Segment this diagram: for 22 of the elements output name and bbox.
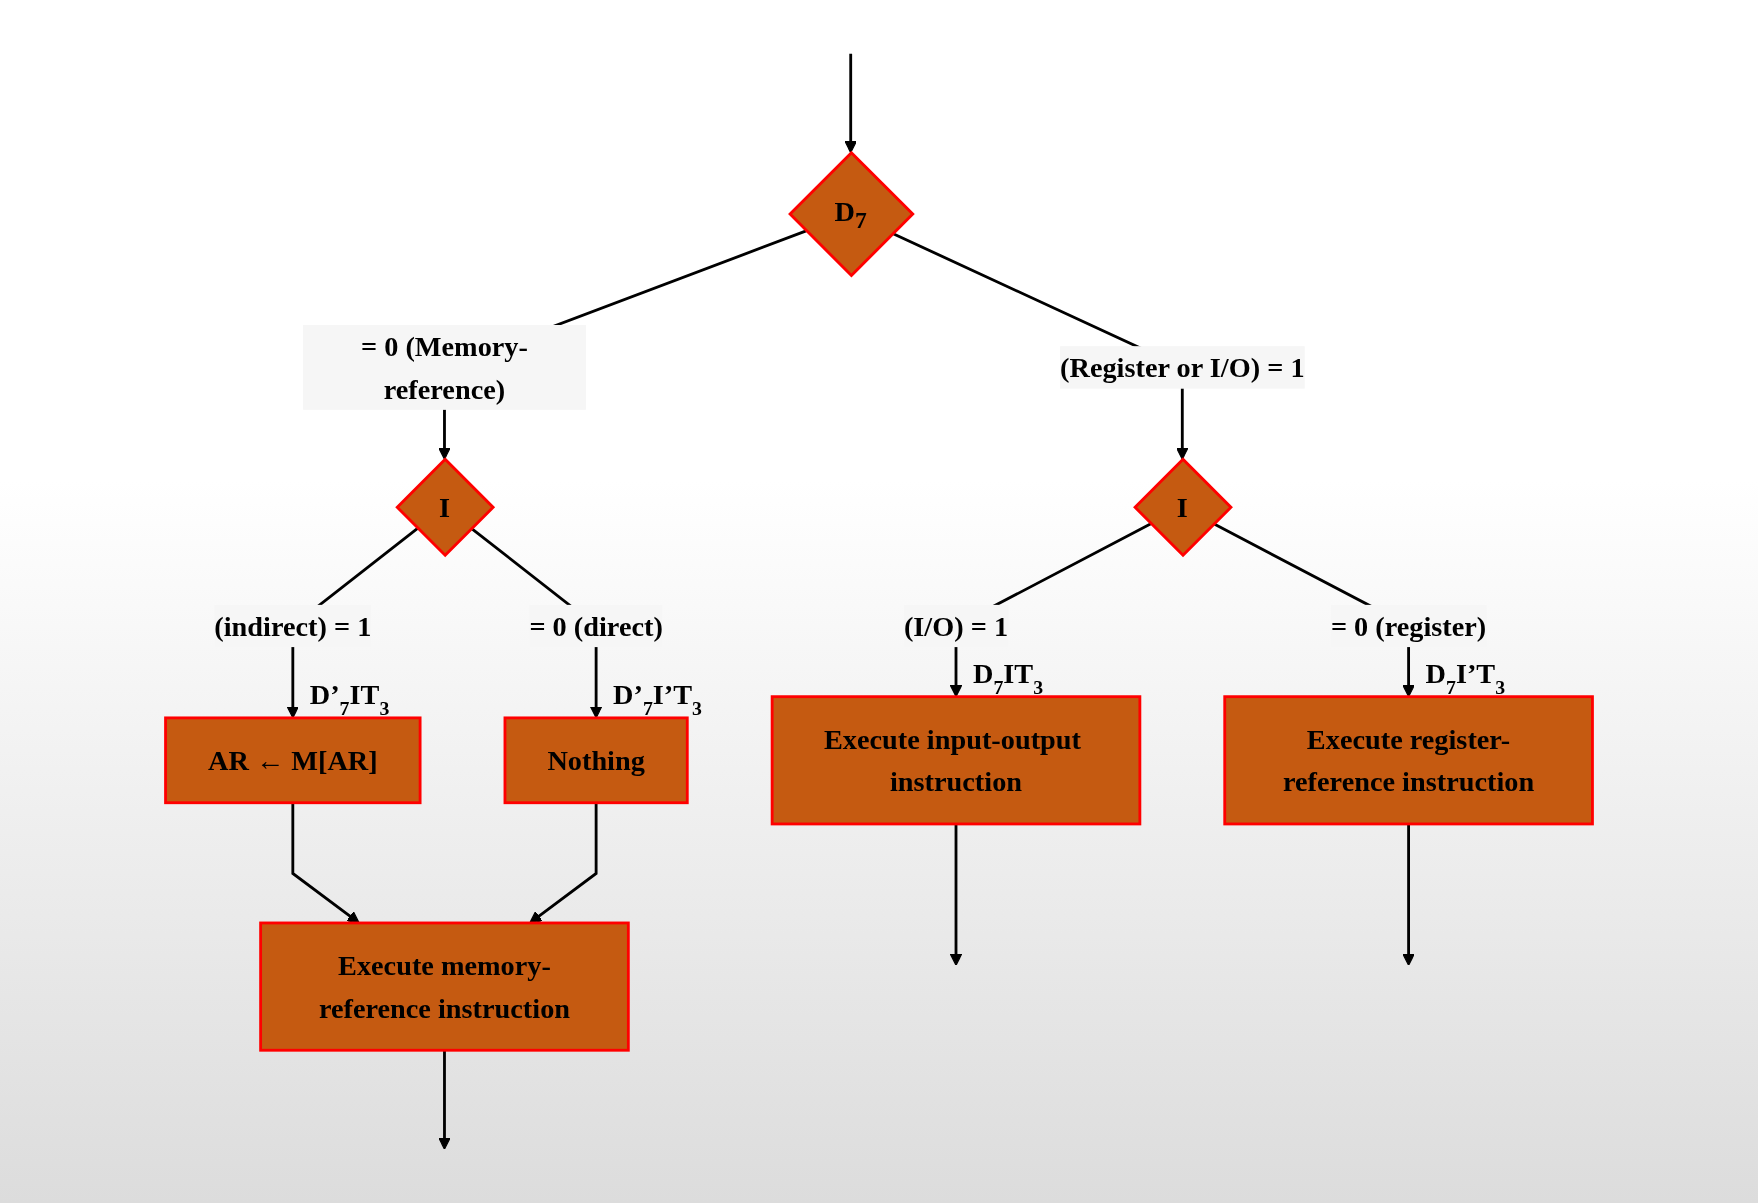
node-box: Nothing <box>503 716 689 805</box>
node-box: AR ← M[AR] <box>164 716 422 805</box>
node-box: Execute memory-reference instruction <box>259 921 630 1052</box>
edge-label: (indirect) = 1 <box>214 610 372 642</box>
edge-label: (I/O) = 1 <box>903 610 1009 642</box>
node-caption: D’$_{7}$I’T$_{3}$ <box>613 678 702 719</box>
node-caption: D’$_{7}$IT$_{3}$ <box>309 678 390 719</box>
node-box: Execute register-reference instruction <box>1223 695 1594 826</box>
arrow <box>949 823 963 966</box>
edge-label: (Register or I/O) = 1 <box>1060 351 1305 383</box>
node-diamond: I <box>395 457 496 558</box>
arrow <box>438 1050 451 1150</box>
arrow <box>1402 823 1415 966</box>
node-diamond: D$_{7}$ <box>788 150 915 278</box>
node-box: Execute input-output instruction <box>770 695 1142 826</box>
node-caption: D$_{7}$I’T$_{3}$ <box>1425 657 1506 698</box>
node-diamond: I <box>1133 457 1233 558</box>
edge-label: = 0 (direct) <box>529 610 663 642</box>
edge-label: = 0 (Memory-reference) <box>361 330 528 405</box>
node-caption: D$_{7}$IT$_{3}$ <box>973 657 1044 698</box>
edge-label: = 0 (register) <box>1330 610 1487 642</box>
arrow <box>844 53 857 154</box>
